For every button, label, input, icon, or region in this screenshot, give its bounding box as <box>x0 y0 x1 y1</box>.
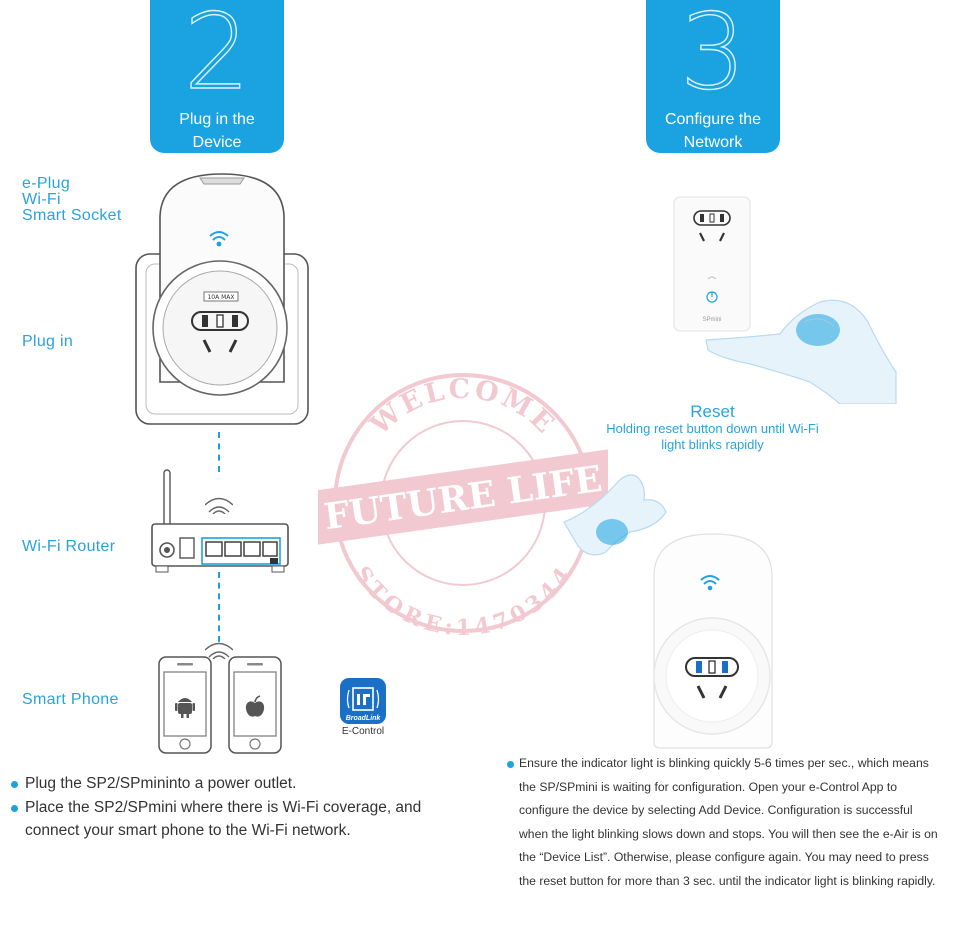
plug-in-label: Plug in <box>22 333 74 350</box>
bullet-dot <box>11 781 18 788</box>
android-icon <box>175 698 195 718</box>
step-3-tab: 3 Configure the Network <box>646 0 780 153</box>
step-2-caption-line1: Plug in the <box>179 111 255 128</box>
iphone-illustration <box>228 656 282 754</box>
econtrol-app-icon: BroadLink <box>340 678 386 724</box>
plug-wifi-icon <box>700 575 720 591</box>
step-3-caption-line2: Network <box>683 134 743 151</box>
step-2-caption-line2: Device <box>192 134 242 151</box>
socket-wifi-icon <box>209 231 229 247</box>
instruction-text: Place the SP2/SPmini where there is Wi-F… <box>25 798 422 840</box>
apple-icon <box>245 695 265 717</box>
smart-phone-label: Smart Phone <box>22 691 119 708</box>
eplug-label-line3: Smart Socket <box>22 207 122 224</box>
reset-title: Reset <box>690 402 735 421</box>
step-3-caption-line1: Configure the <box>664 111 762 128</box>
eplug-label-line2: Wi-Fi <box>22 191 61 208</box>
android-phone-illustration <box>158 656 212 754</box>
connector-socket-router <box>218 432 220 472</box>
step-2-caption: Plug in the Device <box>150 108 284 154</box>
configure-text: Ensure the indicator light is blinking q… <box>519 756 938 888</box>
watermark-top-text: WELCOME <box>364 374 562 442</box>
wifi-router-label: Wi-Fi Router <box>22 538 116 555</box>
step-2-tab: 2 Plug in the Device <box>150 0 284 153</box>
step-3-caption: Configure the Network <box>646 108 780 154</box>
wifi-router-illustration <box>151 469 289 573</box>
eplug-label-line1: e-Plug <box>22 175 71 192</box>
spmini-brand-text: SPmini <box>702 317 721 323</box>
watermark-stamp: WELCOME STORE:1470344 FUTURE LIFE <box>318 373 608 638</box>
instruction-text: Plug the SP2/SPmininto a power outlet. <box>25 775 297 792</box>
reset-desc-line2: light blinks rapidly <box>661 437 764 452</box>
plug-in-instructions: Plug the SP2/SPmininto a power outlet. P… <box>8 772 438 843</box>
spmini-plug-illustration: SPmini <box>673 196 751 332</box>
hand-pointing-illustration <box>563 474 667 556</box>
bullet-dot <box>11 804 18 812</box>
configure-instructions: Ensure the indicator light is blinking q… <box>507 752 939 894</box>
reset-desc-line1: Holding reset button down until Wi-Fi <box>606 421 819 436</box>
step-2-number: 2 <box>183 0 251 113</box>
phone-wifi-signal-icon <box>205 642 233 659</box>
router-wifi-signal-icon <box>205 497 233 514</box>
econtrol-label: E-Control <box>341 726 385 737</box>
connector-router-phone <box>218 572 220 642</box>
bullet-dot <box>507 761 514 768</box>
hand-reset-illustration <box>705 299 897 404</box>
smart-socket-illustration: 10A MAX <box>135 173 309 425</box>
socket-rating: 10A MAX <box>207 294 234 301</box>
eplug-label: e-Plug Wi-Fi Smart Socket <box>22 176 122 224</box>
smart-plug-large-illustration <box>653 533 773 749</box>
step-3-number: 3 <box>679 0 747 113</box>
econtrol-logo-text: BroadLink <box>346 715 382 722</box>
instruction-item: Plug the SP2/SPmininto a power outlet. <box>8 772 438 796</box>
watermark-bottom-text: STORE:1470344 <box>349 562 578 638</box>
instruction-item: Place the SP2/SPmini where there is Wi-F… <box>8 796 438 843</box>
reset-caption: Reset Holding reset button down until Wi… <box>560 403 865 453</box>
